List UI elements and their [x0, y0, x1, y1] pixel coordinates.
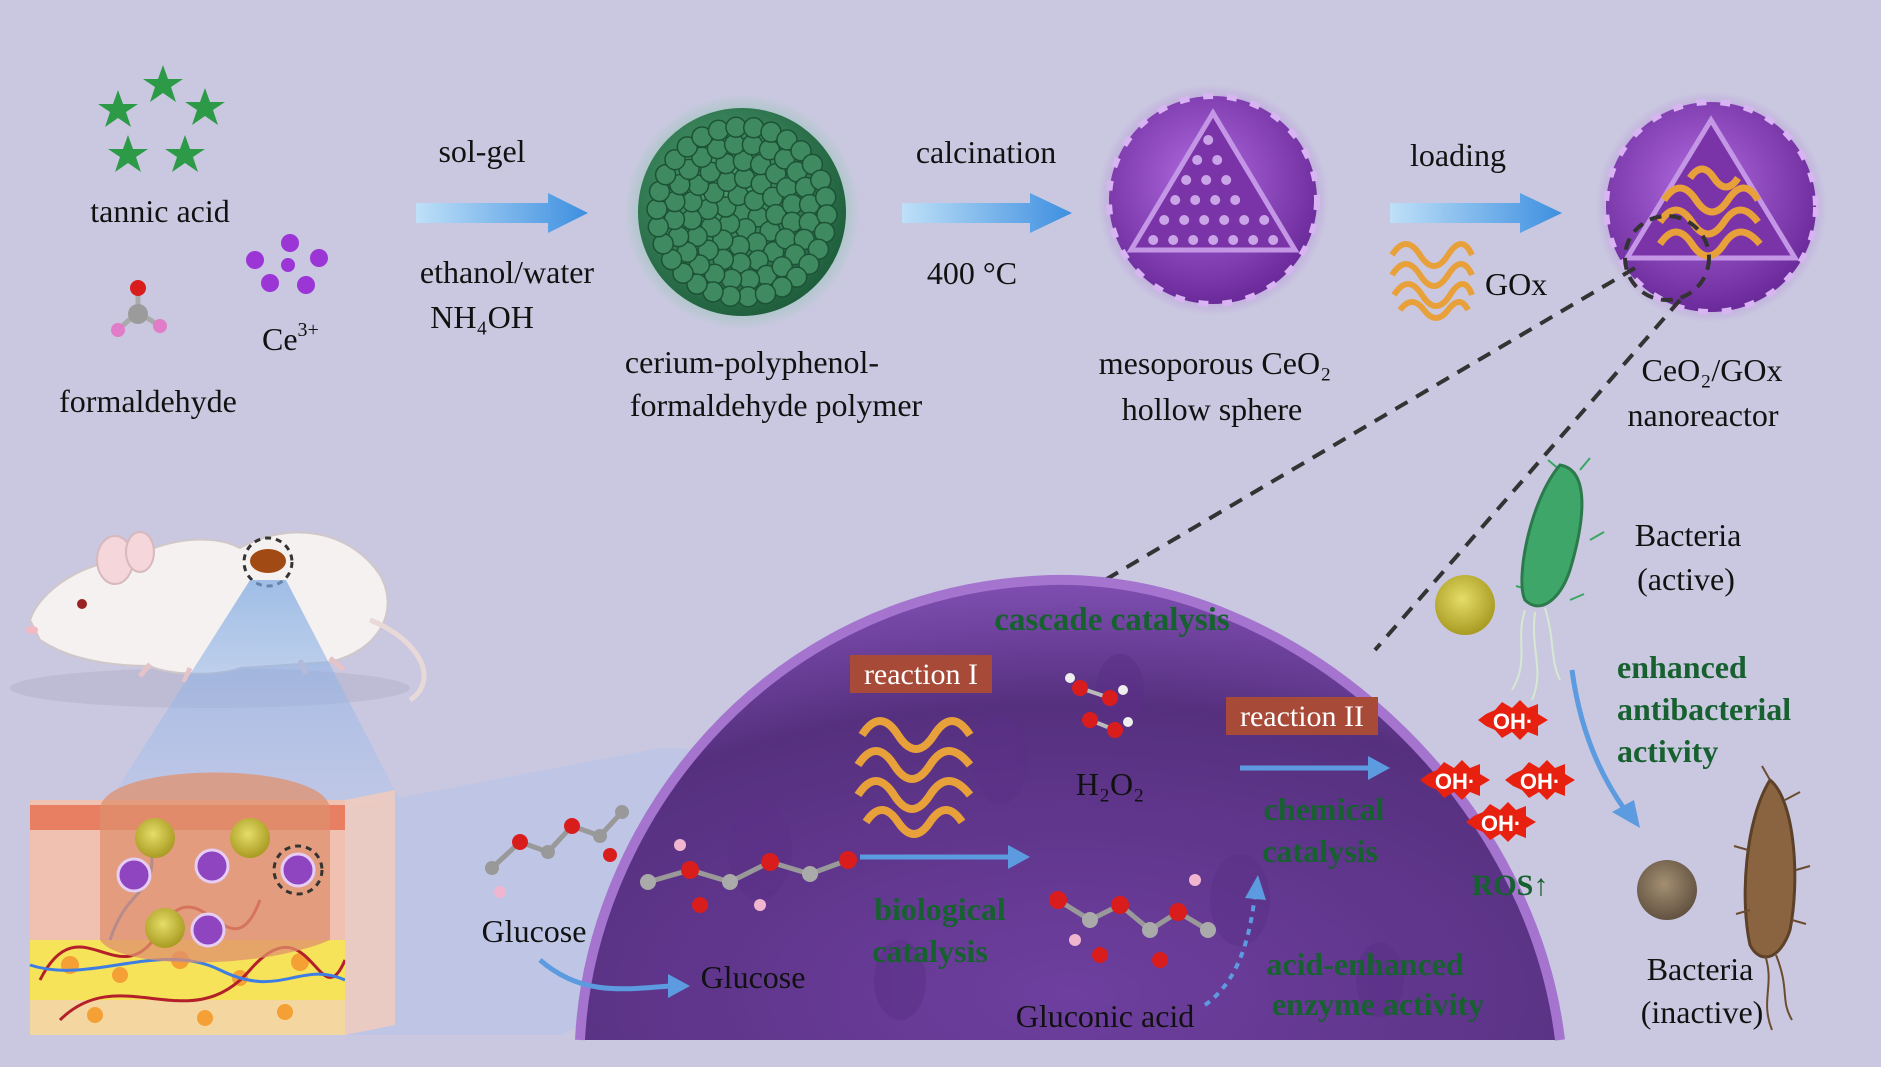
acid-enhanced-line1: acid-enhanced — [1266, 946, 1464, 982]
formaldehyde-label: formaldehyde — [59, 383, 237, 419]
biological-catalysis-line2: catalysis — [872, 933, 988, 969]
gluconic-acid-label: Gluconic acid — [1016, 998, 1195, 1034]
active-bacteria-icon — [1435, 457, 1605, 701]
antibacterial-line2: antibacterial — [1617, 691, 1791, 727]
acid-enhanced-line2: enzyme activity — [1272, 986, 1484, 1022]
acid-enhance-arrowhead — [1245, 875, 1266, 900]
svg-text:OH·: OH· — [1435, 769, 1475, 794]
reaction-two-box — [1226, 697, 1378, 735]
svg-text:OH·: OH· — [1520, 769, 1560, 794]
base-label: NH₄OH — [430, 299, 534, 335]
antibacterial-line3: activity — [1617, 733, 1718, 769]
chemical-catalysis-line1: chemical — [1264, 791, 1385, 827]
sol-gel-arrow — [416, 193, 588, 233]
calcination-label: calcination — [916, 134, 1056, 170]
ceo2-gox-nanoreactor-icon — [1595, 91, 1827, 323]
svg-text:OH·: OH· — [1481, 811, 1521, 836]
inactivation-arrowhead — [1612, 800, 1640, 828]
temperature-label: 400 °C — [927, 255, 1017, 291]
sphere-label-line1: mesoporous CeO₂ — [1099, 345, 1331, 381]
ceo2-hollow-sphere-icon — [1097, 84, 1329, 316]
loading-label: loading — [1410, 137, 1506, 173]
glucose-entry-arrowhead — [668, 974, 690, 998]
solvent-label: ethanol/water — [420, 254, 594, 290]
polymer-label-line1: cerium-polyphenol- — [625, 344, 879, 380]
glucose-molecule-inside-icon — [640, 839, 857, 913]
inactive-bacteria-icon — [1637, 765, 1811, 1031]
formaldehyde-molecule-icon — [111, 280, 167, 337]
gox-enzyme-large-icon — [854, 717, 974, 838]
zoom-cone — [110, 580, 400, 800]
catalysis-dome — [575, 574, 1565, 1041]
h2o2-label: H₂O₂ — [1076, 766, 1145, 802]
glucose-inside-label: Glucose — [701, 959, 806, 995]
bacteria-inactive-line2: (inactive) — [1641, 994, 1764, 1030]
tannic-acid-icon — [98, 65, 225, 172]
hydroxyl-radical-icon: OH· — [1466, 802, 1536, 842]
ce-ion-icon — [246, 234, 328, 294]
svg-text:OH·: OH· — [1493, 709, 1533, 734]
antibacterial-line1: enhanced — [1617, 649, 1747, 685]
glucose-entry-arrow — [538, 958, 671, 992]
polymer-label-line2: formaldehyde polymer — [630, 387, 923, 423]
calcination-arrow — [902, 193, 1072, 233]
polymer-sphere-icon — [624, 94, 860, 330]
inactivation-arrow — [1569, 669, 1628, 812]
h2o2-molecule-icon — [1065, 673, 1133, 738]
ros-label: ROS↑ — [1472, 869, 1549, 902]
gox-enzyme-icon — [1389, 241, 1475, 321]
sol-gel-label: sol-gel — [438, 133, 525, 169]
reaction-two-label: reaction II — [1240, 700, 1364, 733]
hydroxyl-radical-icon: OH· — [1478, 700, 1548, 740]
loading-arrow — [1390, 193, 1562, 233]
biological-catalysis-arrowhead — [1008, 845, 1030, 869]
chemical-catalysis-arrowhead — [1368, 756, 1390, 780]
hydroxyl-radical-icon: OH· — [1420, 760, 1490, 800]
chemical-catalysis-line2: catalysis — [1262, 833, 1378, 869]
gox-label: GOx — [1485, 266, 1547, 302]
glucose-outside-label: Glucose — [482, 913, 587, 949]
ce-ion-label: Ce3+ — [262, 319, 319, 357]
biological-catalysis-line1: biological — [874, 891, 1006, 927]
gluconic-acid-molecule-icon — [1049, 874, 1216, 968]
acid-enhance-arrow — [1203, 894, 1257, 1007]
hydroxyl-radical-icon: OH· — [1505, 760, 1575, 800]
cascade-catalysis-label: cascade catalysis — [994, 602, 1230, 638]
bacteria-active-line2: (active) — [1637, 561, 1735, 597]
reaction-one-box — [850, 655, 992, 693]
nanoreactor-label-line2: nanoreactor — [1627, 397, 1778, 433]
bacteria-inactive-line1: Bacteria — [1647, 951, 1754, 987]
tannic-acid-label: tannic acid — [90, 193, 229, 229]
skin-tissue-block — [29, 772, 395, 1035]
glucose-molecule-outside-icon — [485, 805, 629, 898]
zoom-lines — [1103, 266, 1682, 652]
reaction-one-label: reaction I — [864, 658, 978, 691]
bacteria-active-line1: Bacteria — [1635, 517, 1742, 553]
sphere-label-line2: hollow sphere — [1122, 391, 1302, 427]
nanoreactor-label-line1: CeO₂/GOx — [1642, 352, 1783, 388]
